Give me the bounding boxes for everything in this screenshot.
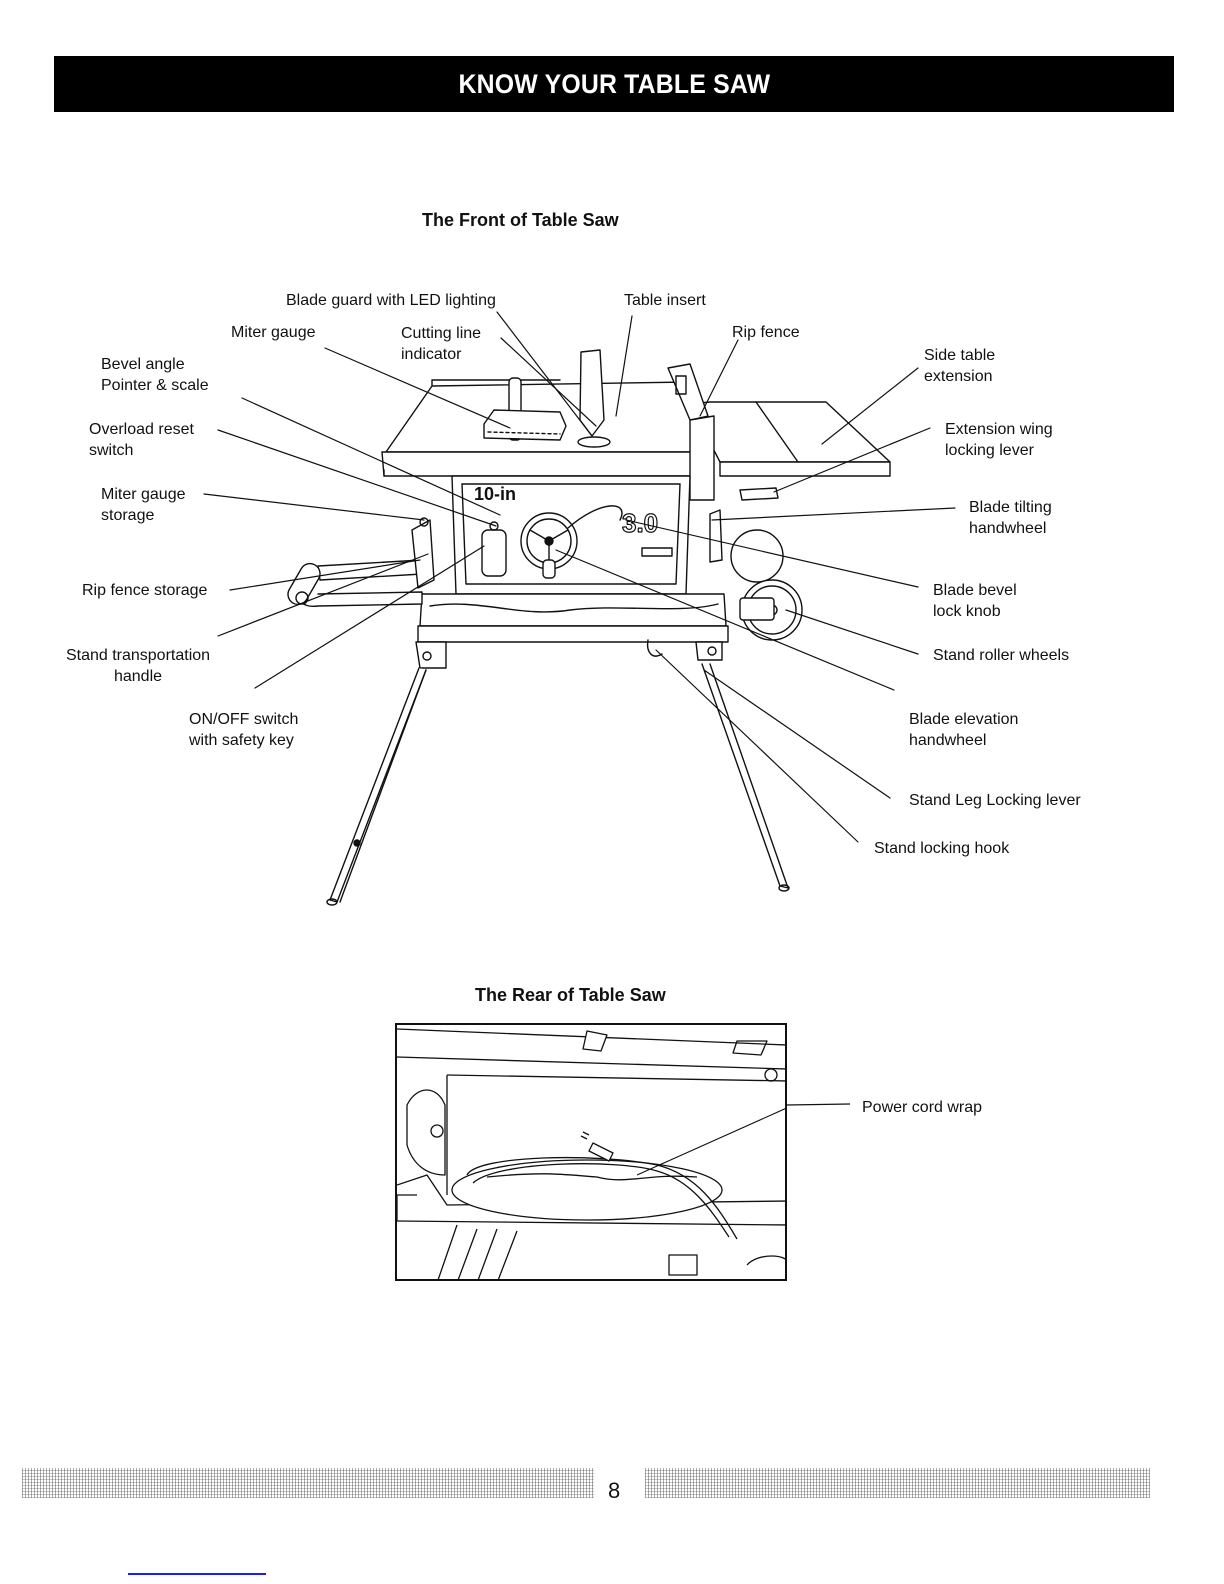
- leader-lines: [203, 311, 956, 843]
- blade-guard: [577, 349, 611, 448]
- label-on-off: ON/OFF switch with safety key: [189, 711, 299, 749]
- footer-pattern-right: [645, 1468, 1150, 1498]
- miter-gauge-storage: [411, 517, 435, 589]
- leader-transport-handle: [217, 553, 429, 637]
- label-side-table: Side table extension: [924, 347, 996, 385]
- transport-handle: [287, 559, 423, 607]
- footer-pattern-left: [22, 1468, 594, 1498]
- leader-blade-elevation: [555, 549, 895, 691]
- blue-underline: [128, 1573, 266, 1575]
- rear-section-title: The Rear of Table Saw: [475, 985, 666, 1005]
- rip-fence: [667, 363, 715, 501]
- label-locking-hook: Stand locking hook: [874, 840, 1010, 857]
- power-plug: [588, 1142, 614, 1162]
- leader-miter-gauge: [324, 347, 511, 429]
- rear-table-saw-photo: [395, 1023, 787, 1281]
- side-table-extension: [689, 401, 891, 477]
- leader-rip-fence-storage: [229, 559, 421, 591]
- label-rip-fence: Rip fence: [732, 324, 800, 341]
- leader-overload-reset: [217, 429, 497, 527]
- leader-locking-hook: [655, 649, 859, 843]
- stand-roller-wheels: [730, 529, 803, 641]
- page-number: 8: [608, 1478, 621, 1503]
- leader-rip-fence: [699, 339, 739, 417]
- stand-legs: [326, 663, 790, 906]
- label-roller-wheels: Stand roller wheels: [933, 647, 1070, 664]
- front-section-title: The Front of Table Saw: [422, 210, 619, 230]
- rear-leader-line: [786, 1103, 851, 1106]
- leader-bevel-angle: [241, 397, 501, 516]
- leader-miter-storage: [203, 493, 425, 521]
- leader-blade-bevel-lock: [625, 519, 919, 588]
- leader-cutting-line: [500, 337, 597, 427]
- label-blade-guard: Blade guard with LED lighting: [286, 292, 496, 309]
- page-title: KNOW YOUR TABLE SAW: [458, 68, 770, 99]
- front-table-saw-illustration: 10-in 3.0: [203, 311, 956, 906]
- label-blade-tilting: Blade tilting handwheel: [969, 499, 1052, 537]
- rear-clamp: [732, 1040, 768, 1056]
- label-transport-handle: Stand transportation handle: [65, 647, 211, 685]
- extension-wing-lever: [739, 487, 779, 501]
- power-cord: [466, 1156, 738, 1240]
- label-leg-locking: Stand Leg Locking lever: [909, 792, 1081, 809]
- rear-bolt: [764, 1068, 778, 1082]
- leader-roller-wheels: [785, 609, 919, 655]
- leader-extension-wing: [773, 427, 931, 493]
- label-bevel-angle: Bevel angle Pointer & scale: [101, 356, 209, 394]
- leader-blade-tilting: [711, 507, 956, 521]
- label-cutting-line: Cutting line indicator: [401, 325, 482, 363]
- leader-table-insert: [615, 315, 633, 417]
- label-blade-elevation: Blade elevation handwheel: [909, 711, 1019, 749]
- svg-text:10-in: 10-in: [474, 484, 516, 504]
- label-table-insert: Table insert: [624, 292, 706, 309]
- leader-blade-guard: [496, 311, 593, 437]
- label-rip-fence-storage: Rip fence storage: [82, 582, 208, 599]
- rear-fence-bracket: [582, 1030, 608, 1052]
- leader-side-table: [821, 367, 919, 445]
- label-power-cord-wrap: Power cord wrap: [862, 1099, 983, 1116]
- stand-frame: [415, 625, 729, 669]
- label-extension-wing: Extension wing locking lever: [945, 421, 1053, 459]
- blade-tilting-handwheel: [709, 509, 723, 563]
- leader-on-off: [254, 545, 485, 689]
- label-blade-bevel-lock: Blade bevel lock knob: [933, 582, 1017, 620]
- blade-elevation-handwheel: [520, 505, 623, 579]
- leader-leg-locking: [703, 669, 891, 799]
- label-overload-reset: Overload reset switch: [89, 421, 194, 459]
- on-off-switch: [481, 521, 507, 577]
- label-miter-gauge: Miter gauge: [231, 324, 316, 341]
- page-header-banner: KNOW YOUR TABLE SAW: [54, 56, 1174, 112]
- miter-gauge: [483, 377, 567, 441]
- label-miter-storage: Miter gauge storage: [101, 486, 186, 524]
- rear-left-wheel: [406, 1089, 446, 1176]
